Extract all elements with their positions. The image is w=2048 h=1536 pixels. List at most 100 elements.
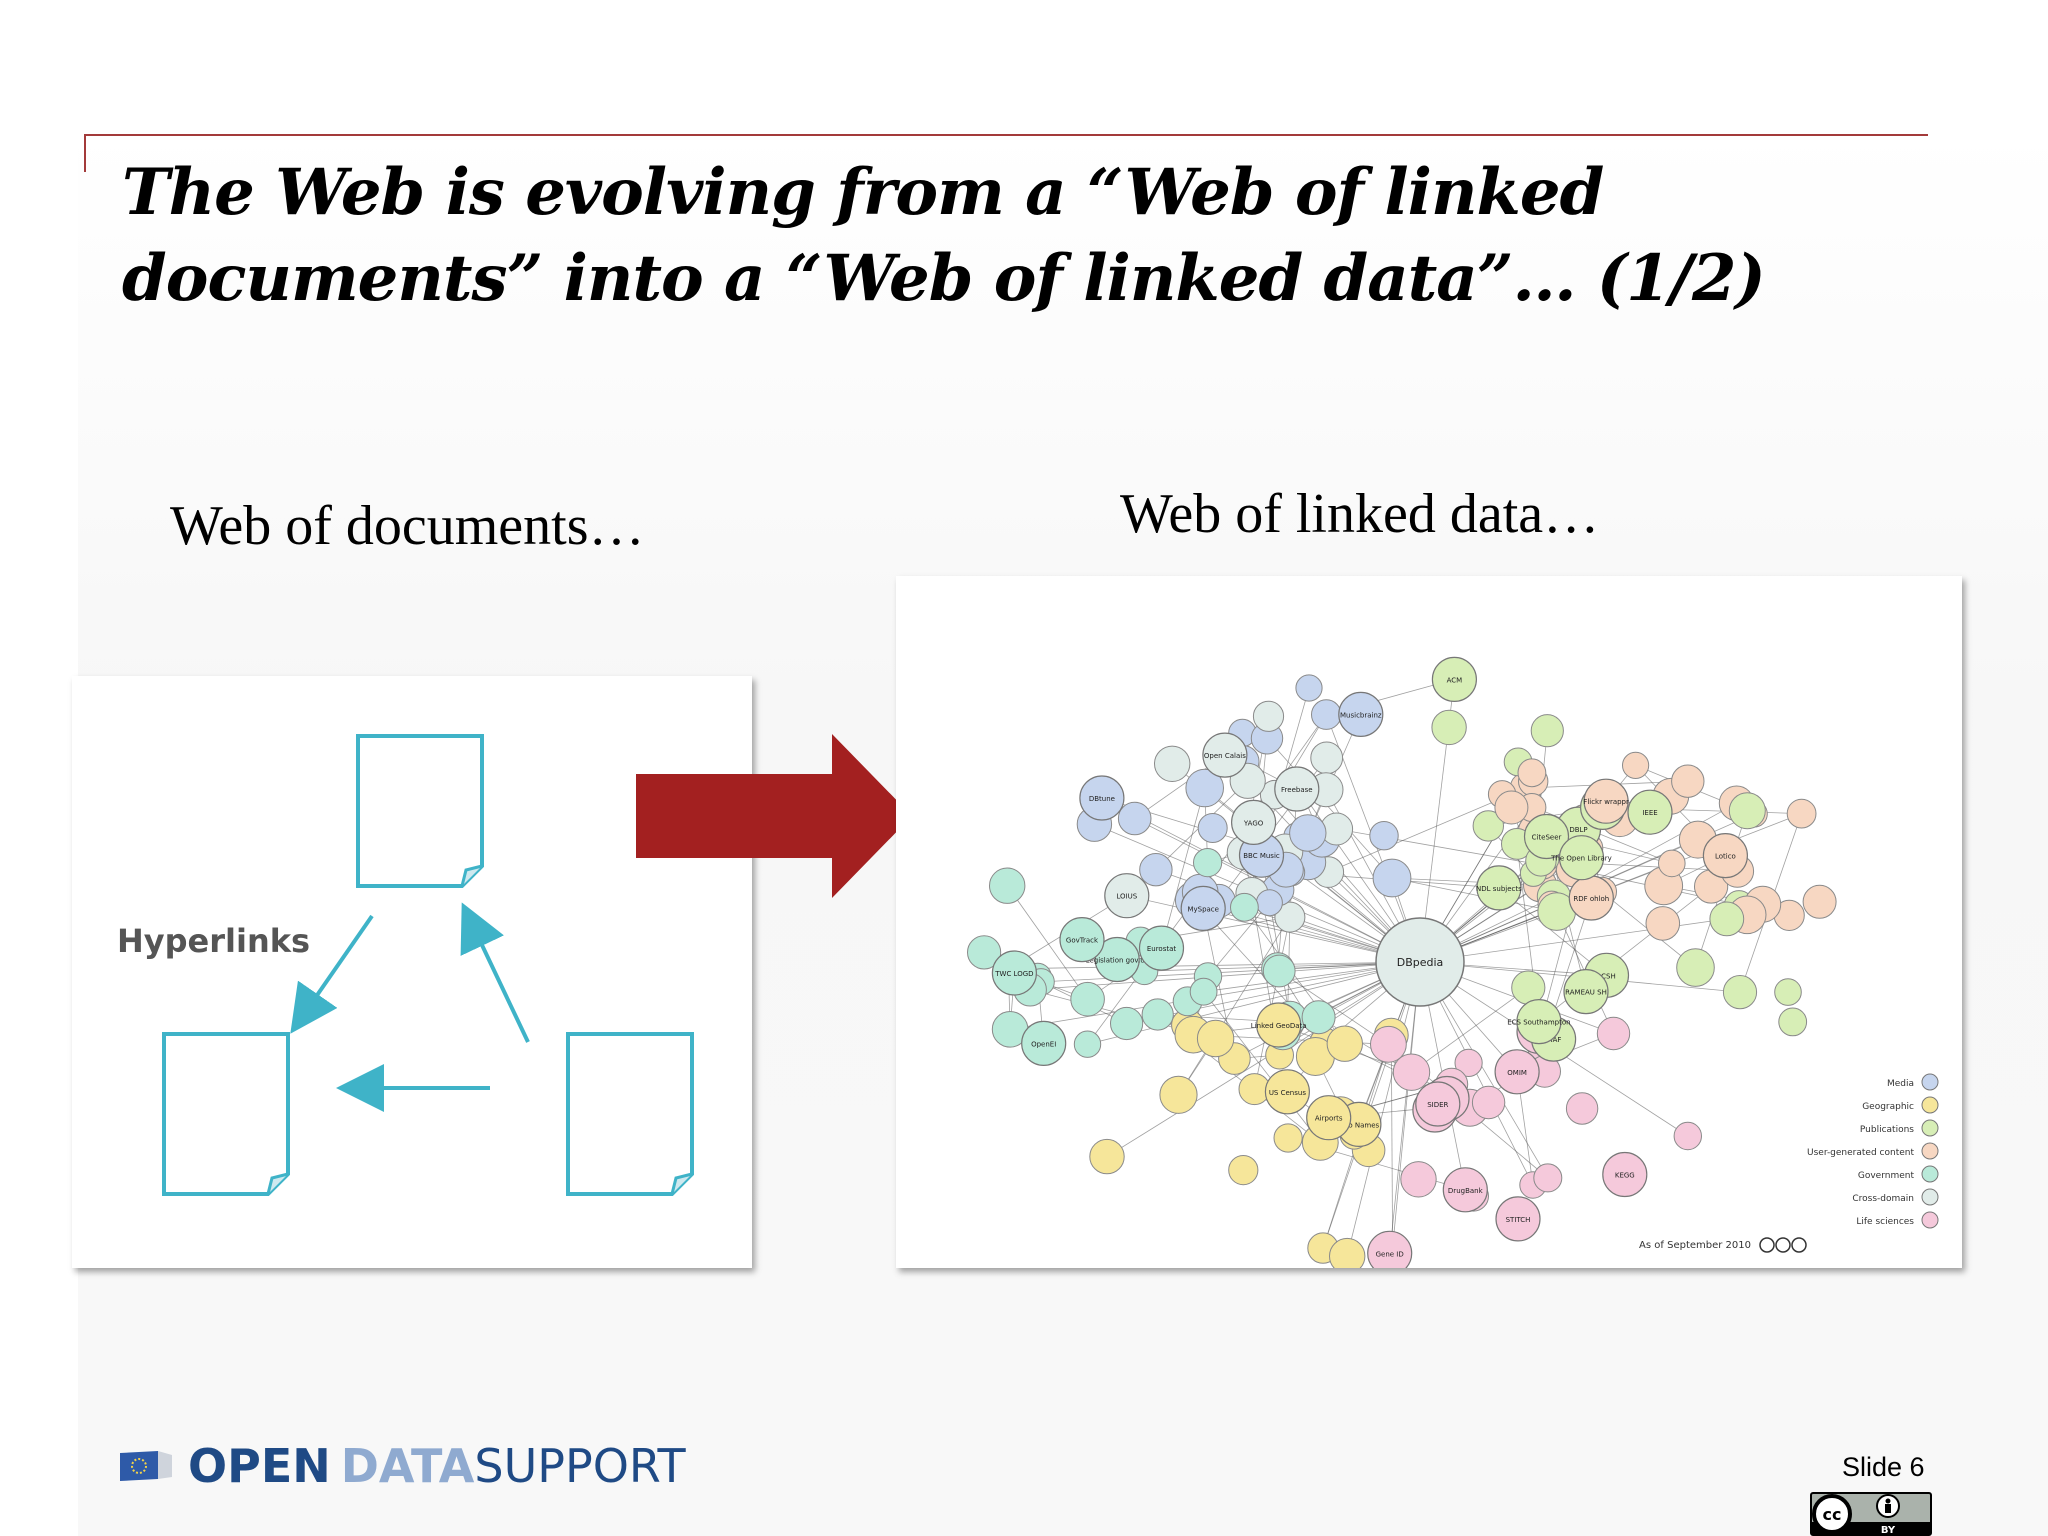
cloud-node: Airports bbox=[1306, 1095, 1352, 1141]
cloud-link bbox=[1087, 961, 1421, 1045]
cloud-minor-node bbox=[1645, 906, 1681, 941]
cloud-minor-node bbox=[1117, 801, 1152, 836]
svg-text:cc: cc bbox=[1823, 1505, 1842, 1524]
legend-label: Cross-domain bbox=[1852, 1194, 1914, 1204]
cloud-link bbox=[1278, 970, 1389, 1045]
cloud-node-circle bbox=[1494, 1049, 1540, 1095]
cloud-node-circle bbox=[1558, 835, 1605, 881]
cloud-link bbox=[1126, 895, 1421, 963]
cloud-node-label: CiteSeer bbox=[1532, 834, 1562, 842]
cloud-node-label: LOIUS bbox=[1116, 893, 1137, 901]
cloud-node-label: ACM bbox=[1447, 676, 1463, 684]
cloud-node-circle bbox=[1231, 799, 1277, 845]
cloud-node-circle bbox=[1180, 885, 1226, 931]
cloud-minor-node bbox=[1658, 849, 1686, 878]
cloud-minor-node bbox=[1517, 758, 1547, 788]
cloud-link bbox=[1161, 787, 1206, 949]
cloud-node: DrugBank bbox=[1442, 1167, 1488, 1213]
cloud-node: RDF ohloh bbox=[1568, 875, 1614, 921]
cloud-minor-node bbox=[1533, 1163, 1563, 1193]
cloud-node-label: MySpace bbox=[1187, 905, 1219, 913]
legend-label: Geographic bbox=[1862, 1102, 1914, 1112]
cloud-node: MySpace bbox=[1180, 885, 1226, 931]
slide-number: Slide 6 bbox=[1842, 1452, 1925, 1482]
cloud-link bbox=[1266, 738, 1393, 879]
cloud-node-label: Airports bbox=[1315, 1115, 1343, 1123]
cloud-node: IEEE bbox=[1627, 789, 1673, 835]
legend-swatch bbox=[1921, 1073, 1939, 1091]
cloud-minor-node bbox=[1370, 1025, 1407, 1063]
logo-text-data: DATA bbox=[340, 1439, 475, 1493]
cloud-node-label: RAMEAU SH bbox=[1565, 989, 1607, 997]
cloud-minor-node bbox=[1530, 714, 1564, 748]
cloud-node: Musicbrainz bbox=[1338, 691, 1384, 737]
cloud-node-label: OMIM bbox=[1507, 1069, 1527, 1077]
cloud-node: CiteSeer bbox=[1523, 813, 1570, 860]
cloud-minor-node bbox=[1722, 975, 1758, 1010]
cloud-node-label: KEGG bbox=[1615, 1172, 1635, 1180]
cloud-node-label: YAGO bbox=[1243, 819, 1264, 827]
cloud-link bbox=[1254, 917, 1291, 1090]
cloud-node-label: Flickr wrappr bbox=[1583, 798, 1629, 806]
cloud-minor-node bbox=[1728, 792, 1766, 830]
cloud-node-circle bbox=[1059, 917, 1105, 963]
title-line-1: The Web is evolving from a “Web of linke… bbox=[122, 155, 1604, 230]
slide-title: The Web is evolving from a “Web of linke… bbox=[122, 150, 1922, 322]
hyperlink-arrow-top-to-left bbox=[290, 914, 374, 1034]
cc-by-license-badge: cc BY bbox=[1810, 1492, 1932, 1536]
legend-label: Media bbox=[1887, 1079, 1914, 1089]
cloud-minor-node bbox=[1185, 768, 1225, 808]
cloud-minor-node bbox=[1274, 901, 1306, 933]
cloud-node-label: GovTrack bbox=[1066, 937, 1099, 945]
cloud-link bbox=[1411, 987, 1529, 1073]
cloud-date: As of September 2010 bbox=[1639, 1240, 1751, 1251]
cloud-node: LOIUS bbox=[1104, 873, 1150, 919]
cloud-link bbox=[1498, 887, 1607, 976]
cloud-minor-node bbox=[1295, 674, 1323, 702]
cloud-minor-node bbox=[1193, 848, 1223, 878]
cloud-minor-node bbox=[1676, 948, 1715, 987]
cloud-node: ACM bbox=[1431, 656, 1478, 703]
cloud-node-label: DBtune bbox=[1089, 795, 1115, 803]
cloud-node: TWC LOGD bbox=[991, 950, 1038, 996]
cloud-node: SIDER bbox=[1415, 1081, 1461, 1127]
cloud-minor-node bbox=[1289, 814, 1327, 852]
cloud-node-circle bbox=[1264, 1069, 1310, 1115]
cloud-node: Lotico bbox=[1702, 833, 1749, 879]
cloud-node: OMIM bbox=[1494, 1049, 1540, 1095]
cloud-minor-node bbox=[1372, 858, 1412, 898]
cloud-minor-node bbox=[1329, 1237, 1366, 1275]
cloud-node-label: Open Calais bbox=[1204, 752, 1246, 760]
cloud-node: STITCH bbox=[1495, 1196, 1541, 1242]
cloud-minor-node bbox=[1778, 1007, 1808, 1037]
document-icon-bottom-right bbox=[566, 1032, 694, 1196]
cloud-legend: MediaGeographicPublicationsUser-generate… bbox=[1807, 1073, 1939, 1229]
document-icon-bottom-left bbox=[162, 1032, 290, 1196]
hub-label: DBpedia bbox=[1397, 956, 1444, 969]
cloud-node-circle bbox=[1094, 936, 1140, 983]
cloud-node: Flickr wrappr bbox=[1583, 778, 1629, 824]
cloud-minor-node bbox=[1255, 889, 1283, 917]
cloud-node: ECS Southampton bbox=[1507, 999, 1571, 1045]
cloud-node-label: TWC LOGD bbox=[994, 970, 1033, 978]
cloud-node-label: LCSH bbox=[1597, 972, 1616, 980]
cloud-node: DBtune bbox=[1079, 775, 1125, 821]
cloud-node-circle bbox=[1079, 775, 1125, 821]
cloud-node-circle bbox=[1431, 656, 1478, 703]
cloud-node-circle bbox=[1523, 813, 1570, 860]
cloud-link bbox=[1106, 961, 1421, 1157]
cloud-minor-node bbox=[1262, 954, 1296, 988]
cloud-node: Gene ID bbox=[1367, 1230, 1413, 1276]
cloud-node-label: SIDER bbox=[1427, 1101, 1448, 1109]
cloud-node: The Open Library bbox=[1550, 835, 1612, 881]
cloud-node: NDL subjects bbox=[1476, 865, 1522, 911]
legend-swatch bbox=[1921, 1165, 1939, 1183]
cloud-minor-node bbox=[1159, 1075, 1198, 1114]
cloud-minor-node bbox=[1089, 1138, 1125, 1175]
cloud-minor-node bbox=[1230, 892, 1259, 922]
cloud-minor-node bbox=[1369, 821, 1399, 851]
cloud-minor-node bbox=[1311, 699, 1342, 730]
cloud-node-circle bbox=[1338, 691, 1384, 737]
